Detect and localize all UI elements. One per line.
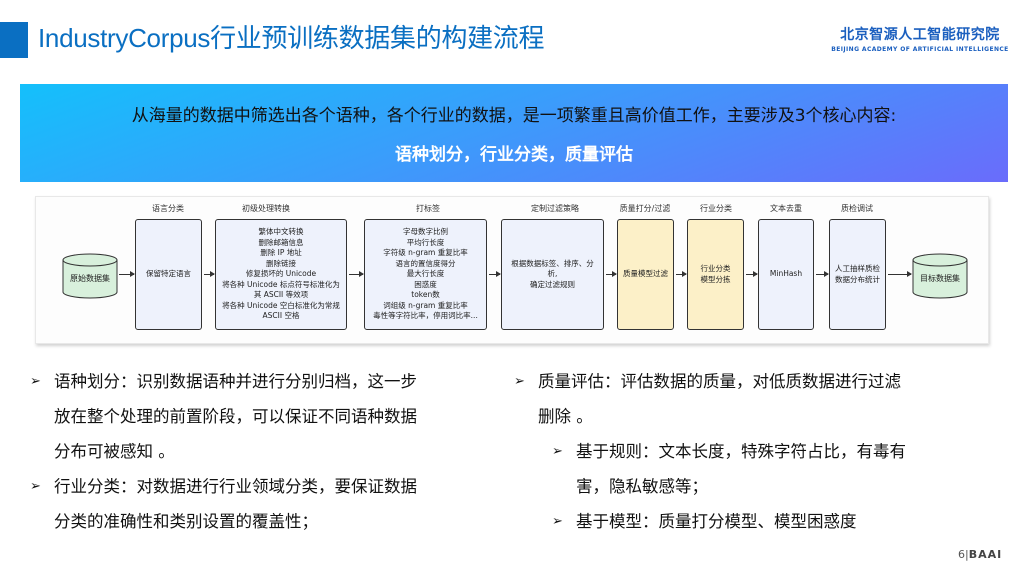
right-arrow-icon [746, 271, 758, 277]
page-title: IndustryCorpus行业预训练数据集的构建流程 [38, 23, 545, 53]
right-arrow-icon [119, 271, 135, 277]
step-box-tagging: 字母数字比例 平均行长度 字符级 n-gram 重复比率 语言的置信度得分 最大… [364, 219, 487, 330]
logo-en-text: BEIJING ACADEMY OF ARTIFICIAL INTELLIGEN… [831, 46, 1009, 53]
arrowhead-bullet-icon: ➢ [514, 374, 525, 389]
box-line: 将各种 Unicode 标点符号标准化为 [222, 279, 340, 289]
step-label-tagging: 打标签 [416, 204, 440, 213]
bullet-line: 质量评估：评估数据的质量，对低质数据进行过滤 [538, 372, 901, 391]
title-accent-bar [0, 22, 28, 58]
banner-key-points: 语种划分，行业分类，质量评估 [395, 145, 633, 165]
box-line: 繁体中文转换 [258, 227, 304, 237]
box-line: 删除链接 [266, 258, 296, 268]
step-label-preprocess: 初级处理转换 [242, 204, 290, 213]
box-line: 数据分布统计 [835, 274, 880, 284]
box-line: 行业分类 [700, 264, 731, 273]
cylinder-database-icon [912, 253, 968, 299]
bullet-line: 基于模型：质量打分模型、模型困惑度 [576, 512, 857, 531]
bullet-line: 分布可被感知 。 [54, 442, 175, 461]
step-box-language: 保留特定语言 [135, 219, 202, 330]
right-arrow-icon [204, 271, 215, 277]
bullet-quality-assessment: ➢ 质量评估：评估数据的质量，对低质数据进行过滤 删除 。 [514, 364, 1014, 434]
box-line: 模型分拣 [700, 274, 731, 284]
step-box-qa: 人工抽样质检 数据分布统计 [829, 219, 886, 330]
box-line: 保留特定语言 [146, 269, 191, 279]
bullet-industry-classification: ➢ 行业分类：对数据进行行业领域分类，要保证数据 分类的准确性和类别设置的覆盖性… [30, 469, 500, 539]
banner-summary-text: 从海量的数据中筛选出各个语种，各个行业的数据，是一项繁重且高价值工作，主要涉及3… [131, 106, 897, 126]
box-line: 字符级 n-gram 重复比率 [383, 248, 468, 258]
page-number: 6|BAAI [958, 548, 1002, 561]
target-dataset-label: 目标数据集 [920, 274, 960, 283]
page-separator: | [965, 548, 969, 561]
bullet-language-split: ➢ 语种划分：识别数据语种并进行分别归档，这一步 放在整个处理的前置阶段，可以保… [30, 364, 500, 469]
step-label-filter-strategy: 定制过滤策略 [531, 204, 579, 213]
logo-cn-text: 北京智源人工智能研究院 [840, 27, 1000, 43]
box-line: 语言的置信度得分 [395, 258, 456, 268]
right-arrow-icon [816, 271, 829, 277]
bullet-line: 语种划分：识别数据语种并进行分别归档，这一步 [54, 372, 417, 391]
step-label-language: 语言分类 [152, 204, 184, 213]
left-bullet-list: ➢ 语种划分：识别数据语种并进行分别归档，这一步 放在整个处理的前置阶段，可以保… [30, 364, 500, 539]
box-line: 其 ASCII 等效项 [253, 290, 309, 300]
box-line: 删除 IP 地址 [260, 248, 302, 258]
box-line: 毒性等字符比率，停用词比率... [373, 311, 478, 321]
box-line: token数 [411, 290, 440, 300]
step-box-industry: 行业分类 模型分拣 [687, 219, 744, 330]
sub-bullet-model-based: ➢ 基于模型：质量打分模型、模型困惑度 [514, 504, 1014, 539]
arrowhead-bullet-icon: ➢ [552, 514, 563, 529]
box-line: 平均行长度 [406, 237, 445, 247]
step-box-preprocess: 繁体中文转换 删除邮箱信息 删除 IP 地址 删除链接 修复损坏的 Unicod… [215, 219, 347, 330]
bullet-line: 行业分类：对数据进行行业领域分类，要保证数据 [54, 477, 417, 496]
bullet-line: 害，隐私敏感等； [576, 477, 708, 496]
box-line: 人工抽样质检 [835, 264, 880, 273]
right-arrow-icon [676, 271, 687, 277]
summary-banner: 从海量的数据中筛选出各个语种，各个行业的数据，是一项繁重且高价值工作，主要涉及3… [20, 84, 1008, 182]
baai-logo: 北京智源人工智能研究院 BEIJING ACADEMY OF ARTIFICIA… [830, 24, 1010, 53]
source-dataset-node: 原始数据集 [62, 253, 118, 299]
box-line: ASCII 空格 [262, 311, 300, 321]
sub-bullet-rule-based: ➢ 基于规则：文本长度，特殊字符占比，有毒有 害，隐私敏感等； [514, 434, 1014, 504]
bullet-line: 基于规则：文本长度，特殊字符占比，有毒有 [576, 442, 906, 461]
source-dataset-label: 原始数据集 [70, 274, 110, 283]
right-bullet-list: ➢ 质量评估：评估数据的质量，对低质数据进行过滤 删除 。 ➢ 基于规则：文本长… [514, 364, 1014, 539]
arrowhead-bullet-icon: ➢ [552, 444, 563, 459]
box-line: 困惑度 [414, 279, 437, 289]
pipeline-diagram: 原始数据集 语言分类 保留特定语言 初级处理转换 繁体中文转换 删除邮箱信息 删… [35, 196, 989, 344]
right-arrow-icon [606, 271, 617, 277]
right-arrow-icon [489, 271, 501, 277]
box-line: MinHash [769, 269, 803, 279]
cylinder-database-icon [62, 253, 118, 299]
right-arrow-icon [349, 271, 364, 277]
step-box-quality: 质量模型过滤 [617, 219, 674, 330]
step-label-qa: 质检调试 [841, 204, 873, 213]
step-label-dedup: 文本去重 [770, 204, 802, 213]
box-line: 确定过滤规则 [530, 279, 575, 289]
box-line: 词组级 n-gram 重复比率 [383, 300, 468, 310]
box-line: 根据数据标签、排序、分 [511, 258, 594, 268]
box-line: 修复损坏的 Unicode [245, 269, 317, 279]
box-line: 质量模型过滤 [623, 269, 668, 279]
bullet-line: 分类的准确性和类别设置的覆盖性； [54, 512, 318, 531]
box-line: 删除邮箱信息 [258, 237, 304, 247]
bullet-line: 放在整个处理的前置阶段，可以保证不同语种数据 [54, 407, 417, 426]
step-box-dedup: MinHash [758, 219, 814, 330]
arrowhead-bullet-icon: ➢ [30, 479, 41, 494]
box-line: 析, [547, 269, 558, 279]
box-line: 字母数字比例 [403, 227, 448, 237]
step-label-industry: 行业分类 [700, 204, 732, 213]
right-arrow-icon [888, 271, 912, 277]
bullet-line: 删除 。 [538, 407, 593, 426]
page-number-value: 6 [958, 548, 965, 561]
box-line: 最大行长度 [406, 269, 445, 279]
box-line: 将各种 Unicode 空白标准化为常规 [222, 300, 340, 310]
step-label-quality: 质量打分/过滤 [619, 204, 671, 213]
step-box-filter-strategy: 根据数据标签、排序、分 析, 确定过滤规则 [501, 219, 604, 330]
footer-brand: BAAI [968, 548, 1003, 561]
target-dataset-node: 目标数据集 [912, 253, 968, 299]
arrowhead-bullet-icon: ➢ [30, 374, 41, 389]
